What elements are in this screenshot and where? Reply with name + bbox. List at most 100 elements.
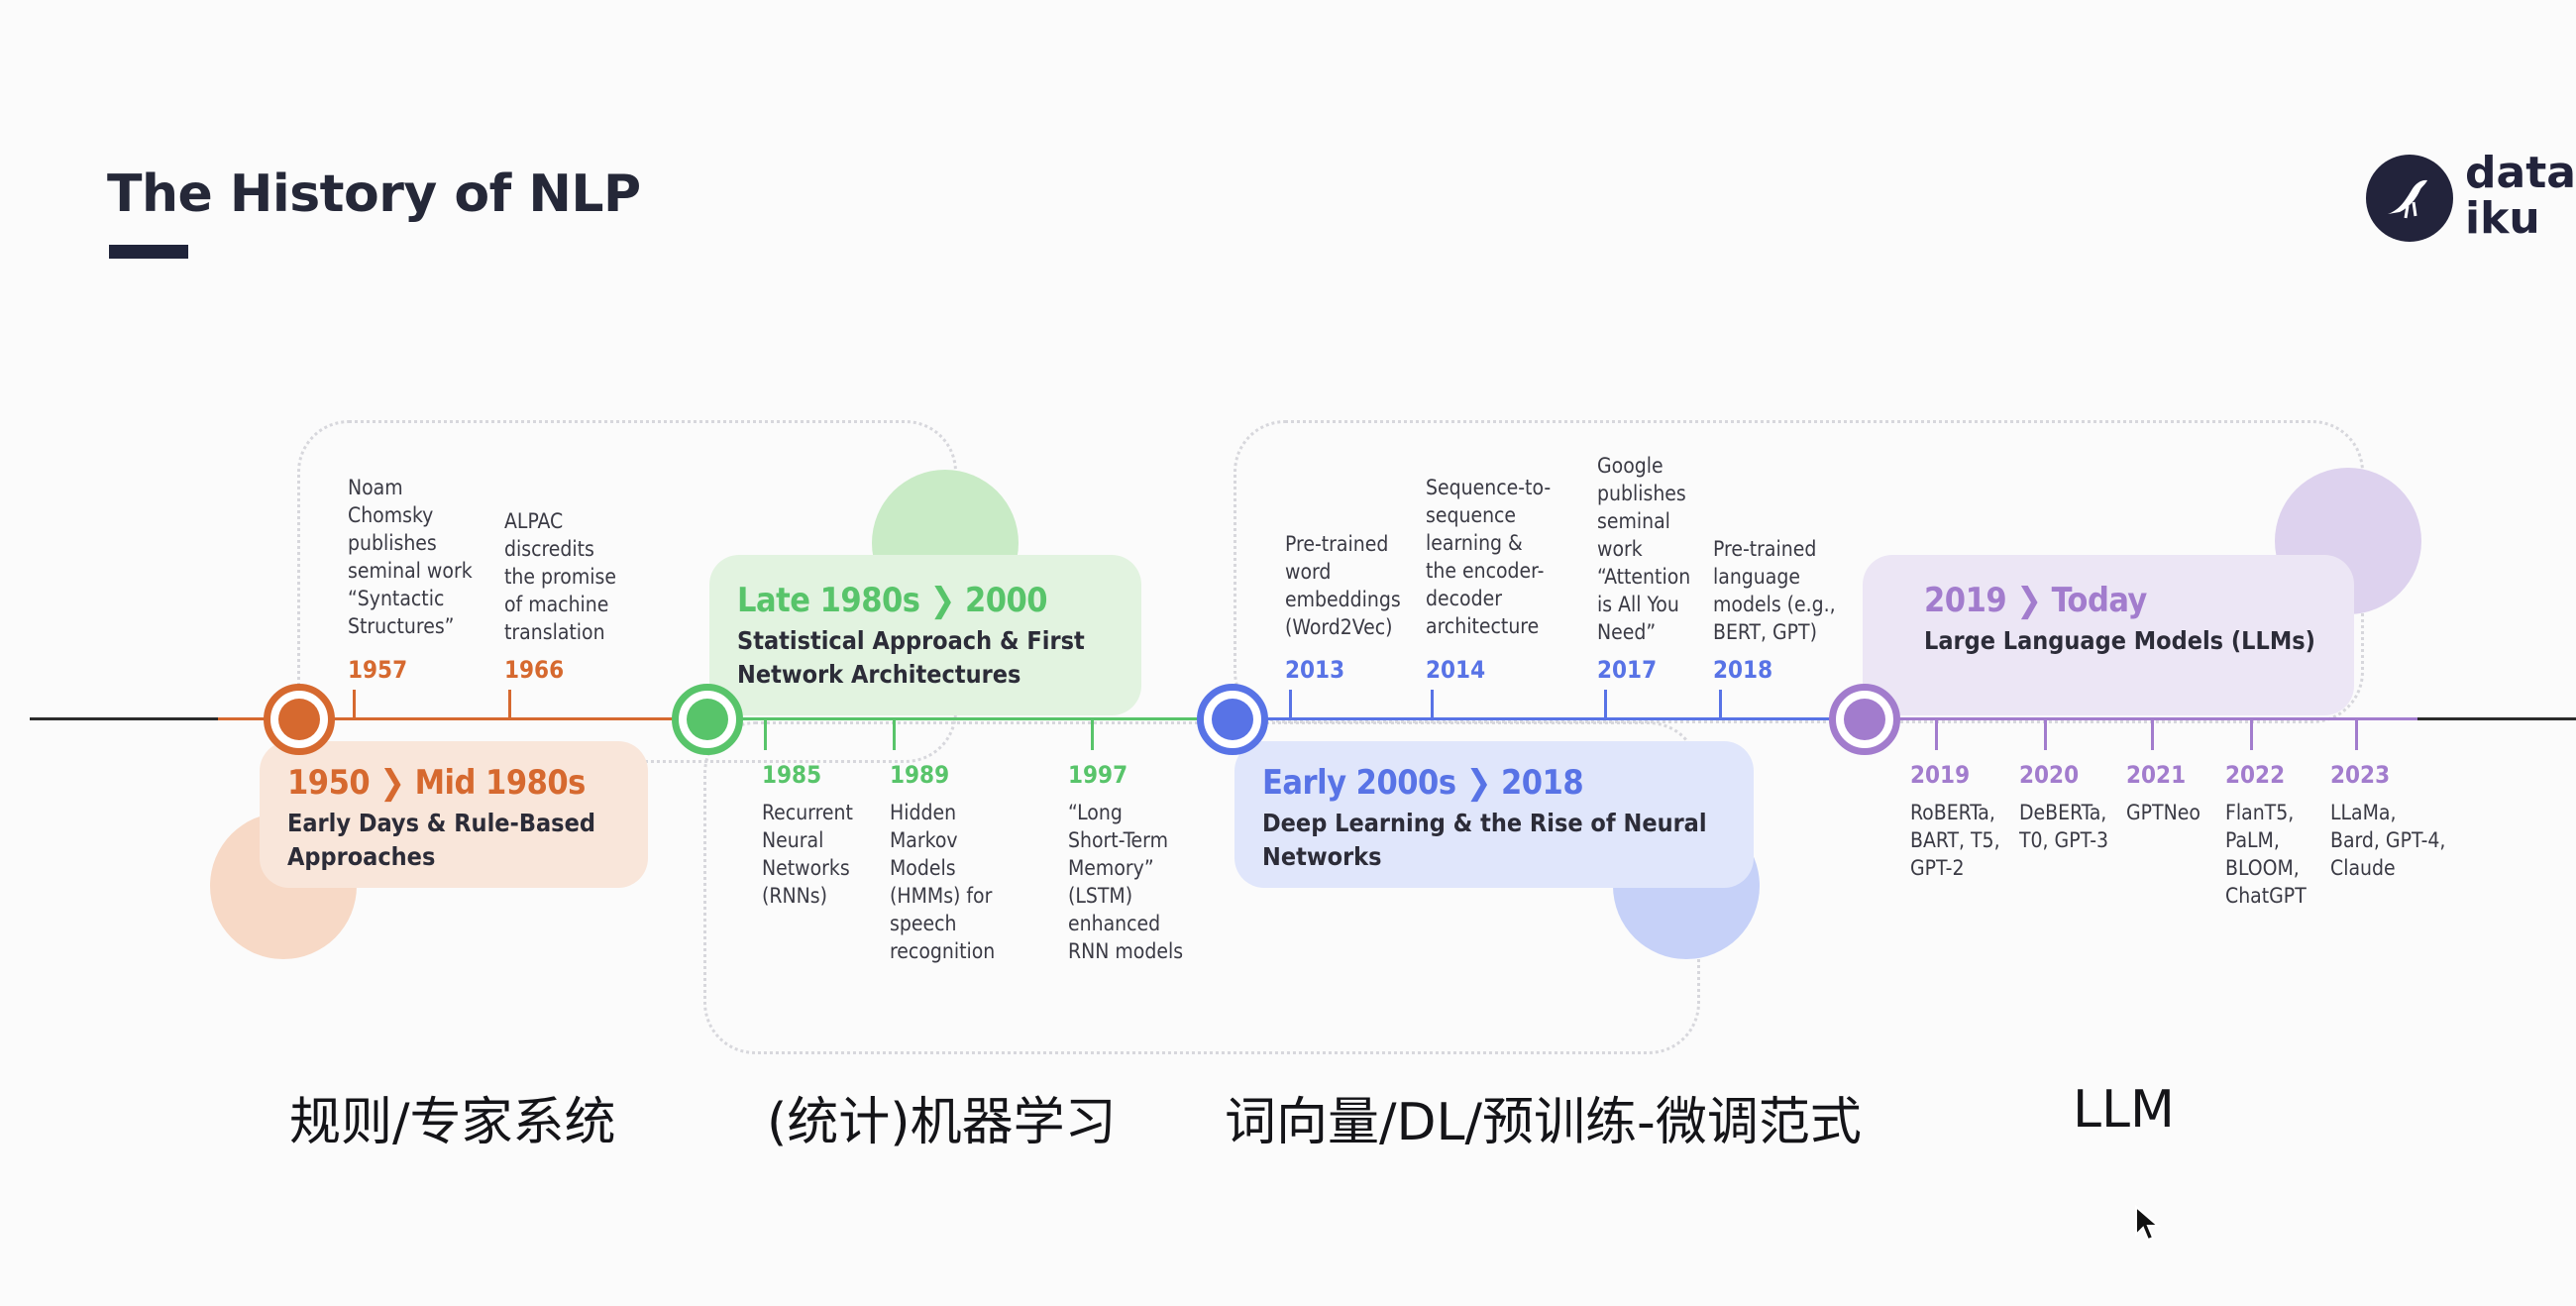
milestone-year: 1985: [762, 761, 822, 789]
milestone-line: FlanT5,: [2225, 801, 2295, 824]
milestone-line: Markov: [890, 828, 958, 852]
milestone-year: 2023: [2330, 761, 2391, 789]
timeline-node-blue: [1197, 684, 1268, 755]
period-subtitle-line: Networks: [1262, 842, 1382, 871]
period-end: 2000: [964, 581, 1048, 620]
milestone-line: seminal work: [348, 559, 473, 583]
milestone-tick: [2355, 720, 2358, 750]
milestone-line: Networks: [762, 856, 850, 880]
milestone-tick: [1289, 690, 1292, 719]
milestone-line: ChatGPT: [2225, 884, 2307, 908]
milestone-text: Recurrent Neural Networks (RNNs): [762, 799, 853, 910]
milestone-text: DeBERTa, T0, GPT-3: [2019, 799, 2108, 854]
milestone-text: ALPAC discredits the promise of machine …: [504, 507, 616, 646]
milestone-line: learning &: [1426, 531, 1523, 555]
milestone-year: 1966: [504, 656, 565, 684]
milestone-line: enhanced: [1068, 912, 1161, 935]
milestone-line: T0, GPT-3: [2019, 828, 2109, 852]
milestone-line: speech: [890, 912, 957, 935]
milestone-line: Structures”: [348, 614, 455, 638]
milestone-line: Claude: [2330, 856, 2396, 880]
chevron-right-icon: ❯: [1465, 763, 1501, 803]
node-dot: [687, 699, 728, 740]
chevron-right-icon: ❯: [379, 763, 415, 803]
period-subtitle: Early Days & Rule-Based Approaches: [287, 807, 648, 874]
period-start: Early 2000s: [1262, 763, 1456, 803]
milestone-text: Pre-trained word embeddings (Word2Vec): [1285, 530, 1401, 641]
period-end: Today: [2051, 581, 2148, 620]
milestone-year: 1957: [348, 656, 408, 684]
period-subtitle: Statistical Approach & First Network Arc…: [737, 624, 1141, 692]
period-heading: 2019 ❯ Today: [1924, 581, 2354, 620]
milestone-line: publishes: [1597, 482, 1686, 505]
period-box-rule-based: 1950 ❯ Mid 1980s Early Days & Rule-Based…: [260, 741, 648, 888]
milestone-line: Pre-trained: [1713, 537, 1817, 561]
milestone-text: Hidden Markov Models (HMMs) for speech r…: [890, 799, 995, 965]
period-box-llm: 2019 ❯ Today Large Language Models (LLMs…: [1863, 555, 2354, 715]
period-subtitle-line: Deep Learning & the Rise of Neural: [1262, 809, 1707, 837]
milestone-line: RoBERTa,: [1910, 801, 1995, 824]
milestone-line: translation: [504, 620, 605, 644]
milestone-line: Short-Term: [1068, 828, 1168, 852]
milestone-line: Chomsky: [348, 503, 434, 527]
milestone-tick: [2250, 720, 2253, 750]
milestone-line: BERT, GPT): [1713, 620, 1817, 644]
milestone-line: Models: [890, 856, 956, 880]
milestone-line: “Long: [1068, 801, 1123, 824]
milestone-text: GPTNeo: [2126, 799, 2200, 826]
period-start: Late 1980s: [737, 581, 920, 620]
milestone-tick: [508, 690, 511, 719]
milestone-tick: [353, 690, 356, 719]
milestone-year: 1989: [890, 761, 950, 789]
milestone-tick: [2044, 720, 2047, 750]
milestone-text: LLaMa, Bard, GPT-4, Claude: [2330, 799, 2445, 882]
milestone-line: DeBERTa,: [2019, 801, 2107, 824]
milestone-line: discredits: [504, 537, 594, 561]
timeline-node-green: [672, 684, 743, 755]
era-caption: 词向量/DL/预训练-微调范式: [1225, 1093, 1862, 1152]
milestone-text: RoBERTa, BART, T5, GPT-2: [1910, 799, 2000, 882]
milestone-tick: [764, 720, 767, 750]
milestone-tick: [1091, 720, 1094, 750]
milestone-tick: [1935, 720, 1938, 750]
milestone-tick: [1604, 690, 1607, 719]
milestone-line: “Syntactic: [348, 587, 445, 610]
milestone-line: of machine: [504, 593, 609, 616]
milestone-line: RNN models: [1068, 939, 1184, 963]
milestone-line: GPT-2: [1910, 856, 1965, 880]
milestone-line: Bard, GPT-4,: [2330, 828, 2446, 852]
period-start: 2019: [1924, 581, 2007, 620]
milestone-line: publishes: [348, 531, 437, 555]
milestone-year: 2019: [1910, 761, 1971, 789]
period-subtitle-line: Approaches: [287, 842, 436, 871]
dataiku-logo: [2366, 155, 2453, 242]
bird-icon: [2388, 179, 2427, 219]
milestone-line: work: [1597, 537, 1643, 561]
milestone-line: Need”: [1597, 620, 1657, 644]
milestone-line: Memory”: [1068, 856, 1154, 880]
milestone-tick: [1431, 690, 1434, 719]
milestone-line: “Attention: [1597, 565, 1691, 589]
milestone-line: BLOOM,: [2225, 856, 2300, 880]
milestone-year: 2021: [2126, 761, 2187, 789]
period-subtitle-line: Statistical Approach & First: [737, 626, 1085, 655]
milestone-line: models (e.g.,: [1713, 593, 1836, 616]
timeline-line-purple: [1863, 717, 2417, 720]
logo-line: data: [2465, 148, 2576, 198]
page-title: The History of NLP: [107, 164, 641, 224]
timeline-line-end: [2417, 717, 2576, 720]
period-subtitle-line: Large Language Models (LLMs): [1924, 626, 2315, 655]
milestone-line: PaLM,: [2225, 828, 2280, 852]
milestone-year: 2018: [1713, 656, 1773, 684]
milestone-line: recognition: [890, 939, 996, 963]
milestone-tick: [893, 720, 896, 750]
milestone-year: 2020: [2019, 761, 2080, 789]
milestone-line: GPTNeo: [2126, 801, 2200, 824]
milestone-line: (HMMs) for: [890, 884, 993, 908]
milestone-year: 2013: [1285, 656, 1345, 684]
timeline-line-blue: [1229, 717, 1863, 720]
milestone-line: Noam: [348, 476, 403, 499]
node-dot: [1212, 699, 1253, 740]
milestone-line: Google: [1597, 454, 1664, 478]
era-caption: LLM: [2073, 1080, 2175, 1140]
